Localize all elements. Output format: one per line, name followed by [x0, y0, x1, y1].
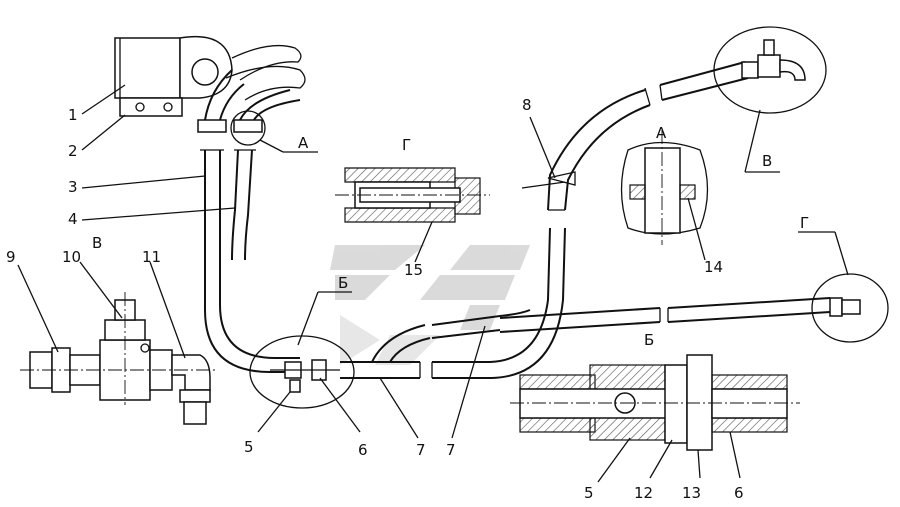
view-title-g: Г — [402, 136, 411, 154]
leader-lines — [17, 84, 849, 483]
hose-3-upper-b — [219, 83, 245, 121]
hose-3-upper — [204, 69, 233, 121]
label-9: 9 — [6, 248, 16, 266]
label-7a: 7 — [416, 441, 426, 459]
callout-g: Г — [800, 214, 809, 232]
hose-4-upper — [239, 89, 291, 121]
view-titles: А Б В Г — [92, 124, 667, 349]
label-15: 15 — [404, 261, 423, 279]
callout-a: А — [298, 134, 309, 152]
label-3: 3 — [68, 178, 78, 196]
part-numbers: 1 2 3 4 5 6 7 7 8 9 10 11 14 15 5 12 13 … — [6, 96, 744, 502]
detail-ellipse-g — [811, 273, 889, 343]
watermark-logo — [330, 245, 530, 365]
valve-v-small — [741, 39, 806, 81]
valve-view-v — [20, 292, 215, 425]
label-7b: 7 — [446, 441, 456, 459]
hose-7 — [340, 227, 566, 379]
label-11: 11 — [142, 248, 161, 266]
callout-b: Б — [338, 274, 348, 292]
clamp-left — [197, 119, 227, 133]
hose-4-upper-b — [253, 99, 301, 121]
callout-letters: А Б В Г — [298, 134, 809, 292]
label-6b: 6 — [734, 484, 744, 502]
label-14: 14 — [704, 258, 723, 276]
detail-circle-a — [230, 110, 266, 146]
hose-3 — [200, 149, 300, 373]
end-fitting-g — [829, 297, 861, 317]
hose-8 — [521, 61, 749, 211]
label-13: 13 — [682, 484, 701, 502]
callout-v: В — [762, 152, 772, 170]
label-1: 1 — [68, 106, 78, 124]
label-5b: 5 — [584, 484, 594, 502]
section-g — [335, 167, 490, 223]
label-5a: 5 — [244, 438, 254, 456]
hose-4 — [231, 149, 256, 261]
tee-fitting — [270, 359, 340, 393]
section-b — [510, 354, 800, 451]
hose-to-g — [499, 297, 831, 333]
label-4: 4 — [68, 210, 78, 228]
label-10: 10 — [62, 248, 81, 266]
detail-ellipse-v — [713, 26, 827, 114]
view-title-v: В — [92, 234, 102, 252]
view-title-a: А — [656, 124, 667, 142]
section-a — [620, 130, 709, 245]
label-12: 12 — [634, 484, 653, 502]
label-2: 2 — [68, 142, 78, 160]
label-6a: 6 — [358, 441, 368, 459]
view-title-b: Б — [644, 331, 654, 349]
clamp-right — [233, 119, 263, 133]
bracket-assembly — [114, 36, 306, 117]
label-8: 8 — [522, 96, 532, 114]
